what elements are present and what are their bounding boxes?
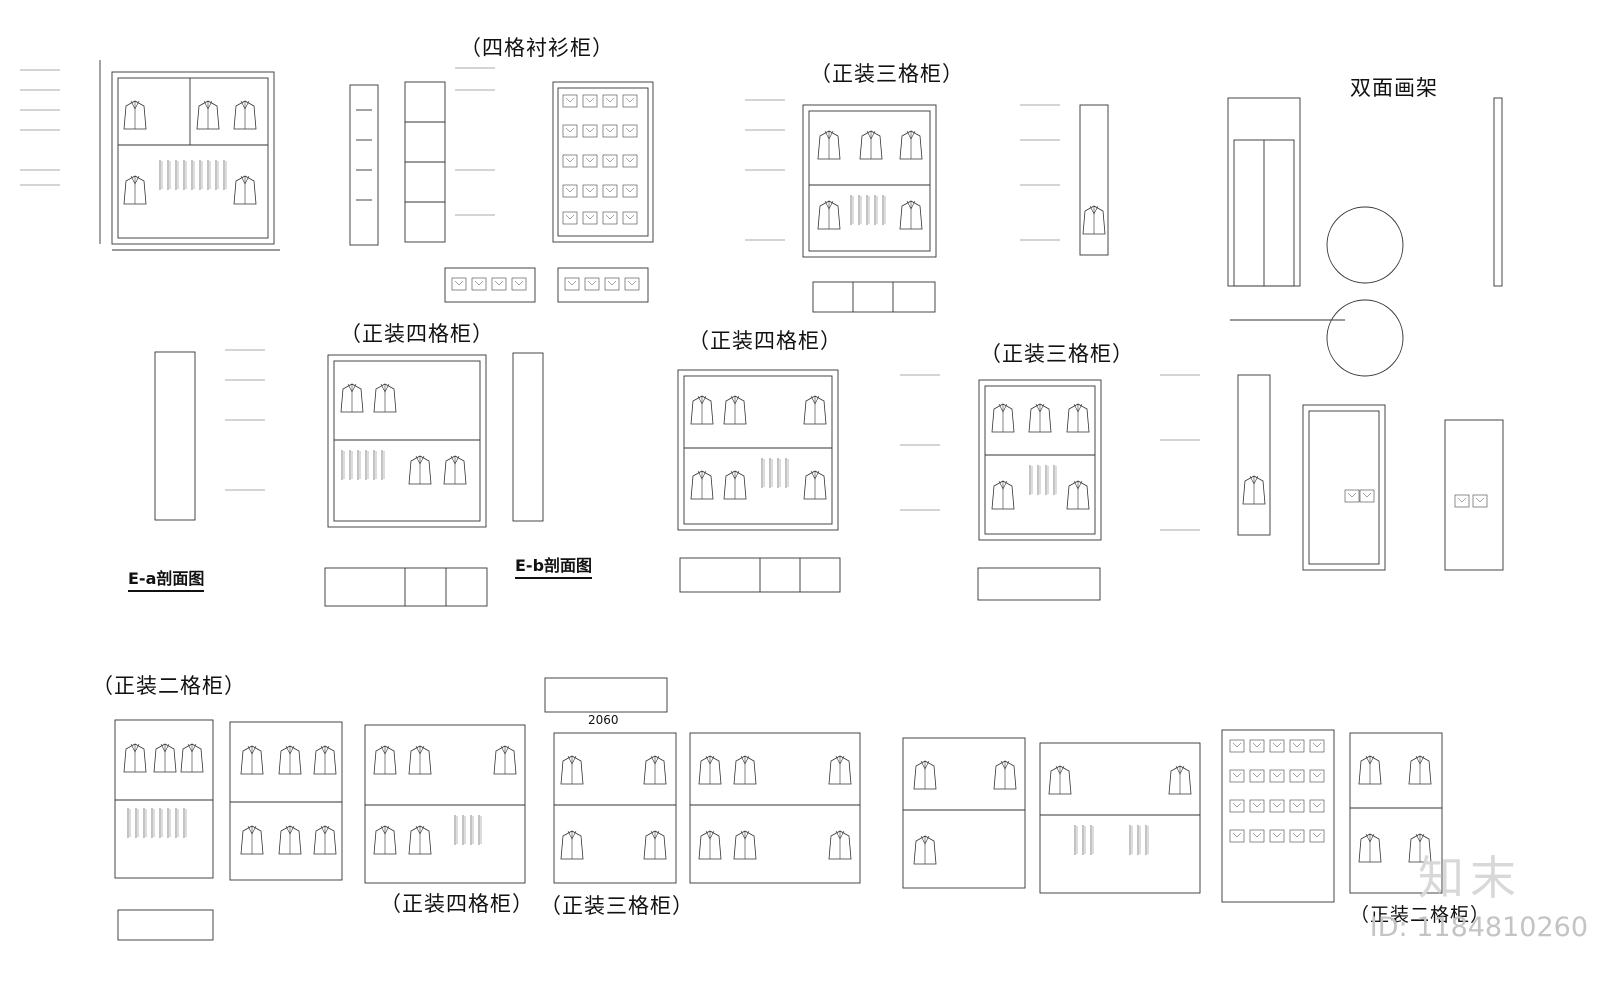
section-title-eb: E-b剖面图 [515, 552, 593, 579]
section-title-ea: E-a剖面图 [128, 565, 205, 592]
dimension-2060: 2060 [588, 713, 619, 727]
title-formal-four-bottom: （正装四格柜） [380, 892, 534, 916]
formal-three-cabinet-right [899, 374, 1271, 601]
watermark-logo: 知末 [1418, 851, 1522, 905]
bottom-cabinet-row [114, 677, 1443, 941]
shirt-four-cabinet [349, 67, 654, 303]
title-formal-two-right: （正装二格柜） [1350, 904, 1491, 926]
title-formal-three-top: （正装三格柜） [810, 62, 964, 86]
title-double-frame: 双面画架 [1350, 76, 1438, 100]
watermark-id: ID: 1184810260 [1369, 912, 1588, 943]
cabinet-group-top-left [19, 60, 280, 251]
double-frame-stand [1227, 97, 1504, 571]
formal-four-cabinet-mid [677, 369, 841, 593]
formal-three-cabinet-top [744, 99, 1109, 313]
title-formal-four-left: （正装四格柜） [340, 322, 494, 346]
title-formal-two: （正装二格柜） [92, 674, 246, 698]
title-formal-three-bottom: （正装三格柜） [540, 894, 694, 918]
formal-four-cabinet-left [154, 349, 544, 607]
title-shirt-four-cabinet: （四格衬衫柜） [460, 36, 614, 60]
title-formal-four-mid: （正装四格柜） [688, 329, 842, 353]
title-formal-three-right: （正装三格柜） [980, 342, 1134, 366]
